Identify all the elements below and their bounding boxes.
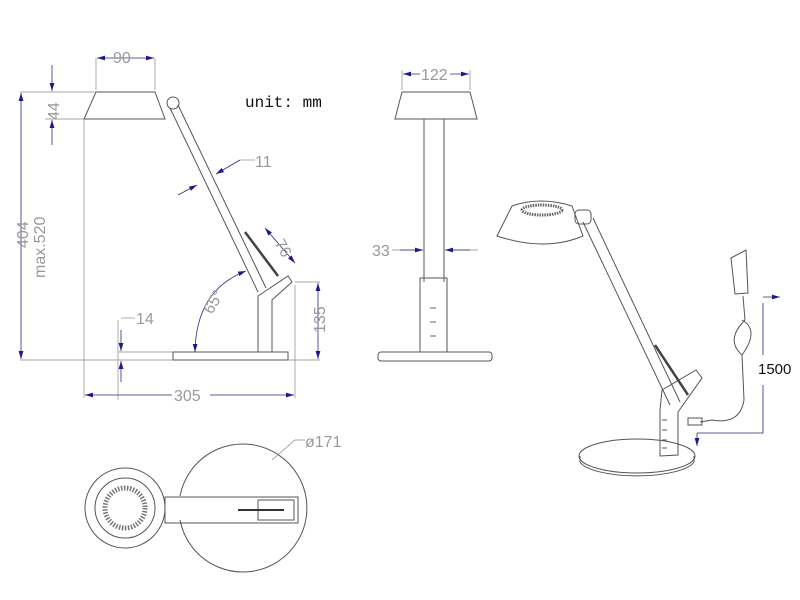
- dim-arm-width: 11: [255, 154, 272, 171]
- dim-depth: 305: [174, 388, 201, 405]
- dim-front-shade-width: 122: [421, 67, 448, 84]
- unit-label: unit: mm: [245, 94, 322, 112]
- front-shade: [394, 91, 478, 120]
- top-view: ø171: [84, 434, 342, 573]
- top-shade-outer: [84, 467, 166, 549]
- dim-max-height: max.520: [32, 217, 49, 278]
- dim-post-height: 135: [312, 306, 329, 333]
- base: [172, 351, 289, 361]
- shade: [83, 91, 166, 120]
- persp-shade: [496, 200, 584, 245]
- side-view: 90 44 404 max.520 11 76 65° 14 135 305: [15, 50, 329, 405]
- power-adapter: [730, 249, 749, 295]
- dim-base-diameter: ø171: [305, 434, 342, 451]
- persp-post: [659, 369, 703, 457]
- dim-cable-length: 1500: [758, 361, 791, 378]
- dim-pole-width: 33: [372, 243, 390, 260]
- top-base-circle: [179, 443, 308, 573]
- top-arm: [164, 496, 299, 524]
- perspective-view: 1500: [496, 200, 791, 477]
- dim-base-thickness: 14: [136, 311, 154, 328]
- dim-height: 404: [15, 221, 32, 248]
- persp-arm: [582, 217, 681, 406]
- dim-shade-width: 90: [113, 50, 131, 67]
- dim-angle: 65°: [201, 288, 228, 317]
- front-base: [377, 351, 493, 362]
- power-cable: [699, 295, 752, 423]
- front-post: [419, 277, 448, 353]
- dim-joint-length: 76: [271, 237, 295, 261]
- top-led-ring: [102, 485, 148, 531]
- shade-joint: [166, 96, 180, 110]
- dim-shade-height: 44: [46, 102, 63, 120]
- arm: [169, 104, 267, 293]
- front-view: 122 33: [372, 65, 493, 362]
- post: [257, 275, 293, 352]
- spring: [244, 231, 279, 277]
- persp-base: [578, 438, 696, 474]
- front-pole: [423, 119, 445, 282]
